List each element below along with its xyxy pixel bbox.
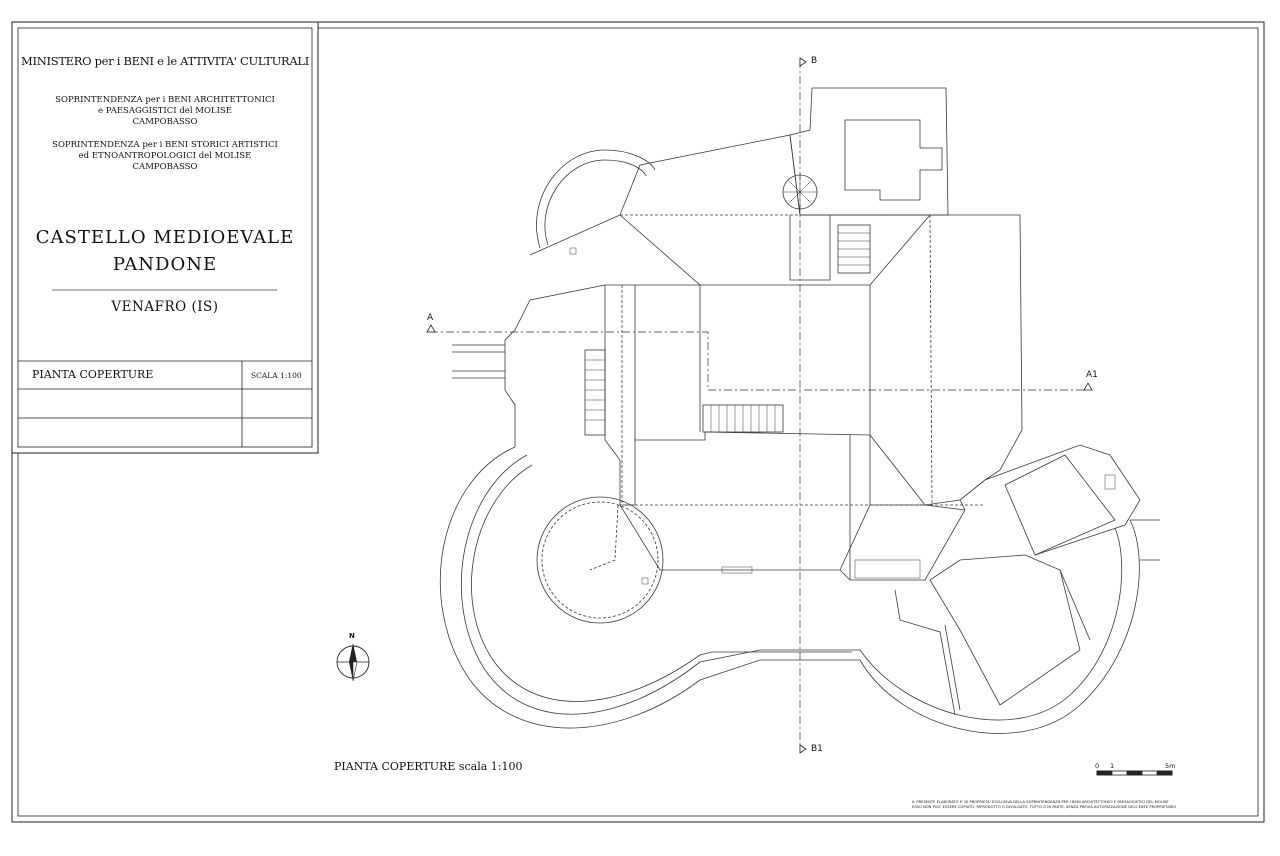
northwest-round-tower xyxy=(536,149,656,249)
main-keep-outline xyxy=(504,134,1023,506)
scale-bar-start: 0 xyxy=(1095,762,1100,770)
north-label: N xyxy=(349,632,355,640)
office2-line1: SOPRINTENDENZA per i BENI STORICI ARTIST… xyxy=(52,140,278,150)
west-bridge xyxy=(452,344,505,379)
disclaimer-line2: ESSO NON PUO' ESSERE COPIATO, RIPRODOTTO… xyxy=(912,805,1177,809)
section-line-a xyxy=(430,331,1088,391)
section-lines xyxy=(430,60,1088,750)
roof-hip-lines xyxy=(605,214,966,581)
office1-line2: e PAESAGGISTICI del MOLISE xyxy=(98,106,232,116)
west-stair xyxy=(584,349,606,436)
north-wing xyxy=(789,87,949,216)
sheet-scale: SCALA 1:100 xyxy=(251,371,302,380)
section-arrows xyxy=(426,57,1093,754)
office2-line2: ed ETNOANTROPOLOGICI del MOLISE xyxy=(78,151,252,161)
outer-curtain-wall xyxy=(439,446,1140,734)
drawing-caption: PIANTA COPERTURE scala 1:100 xyxy=(334,760,523,773)
section-label-a1: A1 xyxy=(1086,370,1098,380)
north-arrow-icon xyxy=(336,643,370,682)
east-wing xyxy=(959,444,1141,556)
title-block xyxy=(11,21,319,454)
project-title-line2: PANDONE xyxy=(112,254,218,275)
scale-bar-mid: 1 xyxy=(1110,762,1115,770)
section-label-b: B xyxy=(811,56,818,66)
roof-gutters xyxy=(589,214,985,571)
parapet-line xyxy=(471,464,852,702)
disclaimer-line1: IL PRESENTE ELABORATO E' DI PROPRIETA' E… xyxy=(912,800,1169,804)
section-label-a: A xyxy=(427,313,434,323)
office1-line3: CAMPOBASSO xyxy=(132,117,198,127)
scale-bar xyxy=(1096,770,1173,776)
scale-bar-end: 5m xyxy=(1165,762,1176,770)
office1-line1: SOPRINTENDENZA per i BENI ARCHITETTONICI xyxy=(55,95,275,105)
inner-curtain-wall xyxy=(460,454,1123,721)
project-location: VENAFRO (IS) xyxy=(111,299,219,315)
sheet-title: PIANTA COPERTURE xyxy=(32,368,154,381)
southwest-round-tower xyxy=(536,496,664,624)
project-title-line1: CASTELLO MEDIOEVALE xyxy=(35,227,295,248)
office2-line3: CAMPOBASSO xyxy=(132,162,198,172)
ministry-heading: MINISTERO per i BENI e le ATTIVITA' CULT… xyxy=(21,54,309,68)
section-label-b1: B1 xyxy=(811,744,823,754)
